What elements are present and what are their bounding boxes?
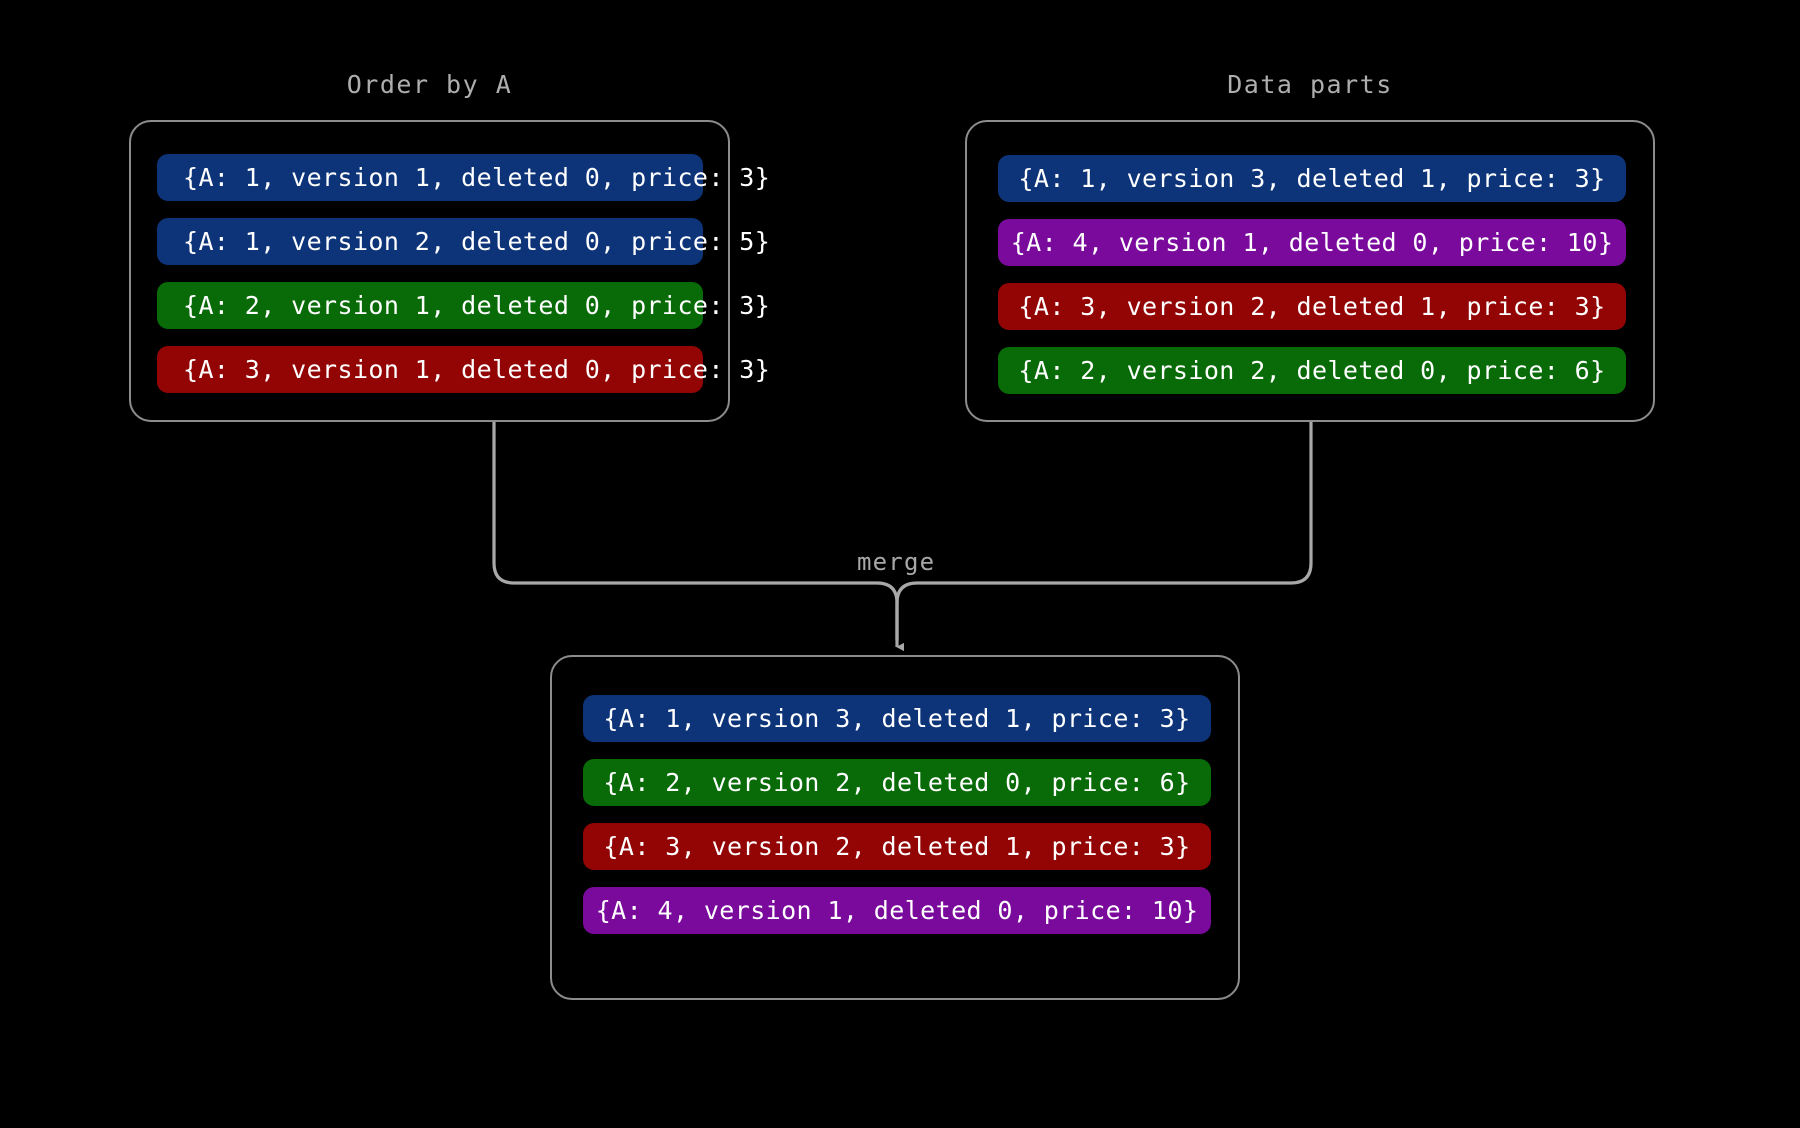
record-pill[interactable]: {A: 1, version 3, deleted 1, price: 3} — [583, 695, 1211, 742]
connector-path-right — [895, 420, 1313, 642]
record-pill[interactable]: {A: 3, version 2, deleted 1, price: 3} — [583, 823, 1211, 870]
record-pill[interactable]: {A: 3, version 2, deleted 1, price: 3} — [998, 283, 1626, 330]
record-pill[interactable]: {A: 1, version 1, deleted 0, price: 3} — [157, 154, 770, 201]
merge-label: merge — [857, 548, 936, 576]
record-pill[interactable]: {A: 1, version 2, deleted 0, price: 5} — [157, 218, 770, 265]
record-pill[interactable]: {A: 4, version 1, deleted 0, price: 10} — [998, 219, 1626, 266]
panel-title-order-by-a: Order by A — [346, 70, 513, 99]
panel-data-parts: {A: 1, version 3, deleted 1, price: 3} {… — [965, 120, 1655, 422]
connector-path-left — [492, 420, 899, 642]
record-pill[interactable]: {A: 2, version 2, deleted 0, price: 6} — [583, 759, 1211, 806]
record-pill[interactable]: {A: 2, version 2, deleted 0, price: 6} — [998, 347, 1626, 394]
record-pill[interactable]: {A: 3, version 1, deleted 0, price: 3} — [157, 346, 770, 393]
record-pill[interactable]: {A: 1, version 3, deleted 1, price: 3} — [998, 155, 1626, 202]
panel-merged-result: {A: 1, version 3, deleted 1, price: 3} {… — [550, 655, 1240, 1000]
panel-order-by-a: {A: 1, version 1, deleted 0, price: 3} {… — [129, 120, 770, 422]
record-pill[interactable]: {A: 2, version 1, deleted 0, price: 3} — [157, 282, 770, 329]
panel-title-data-parts: Data parts — [1227, 70, 1393, 99]
record-pill[interactable]: {A: 4, version 1, deleted 0, price: 10} — [583, 887, 1211, 934]
